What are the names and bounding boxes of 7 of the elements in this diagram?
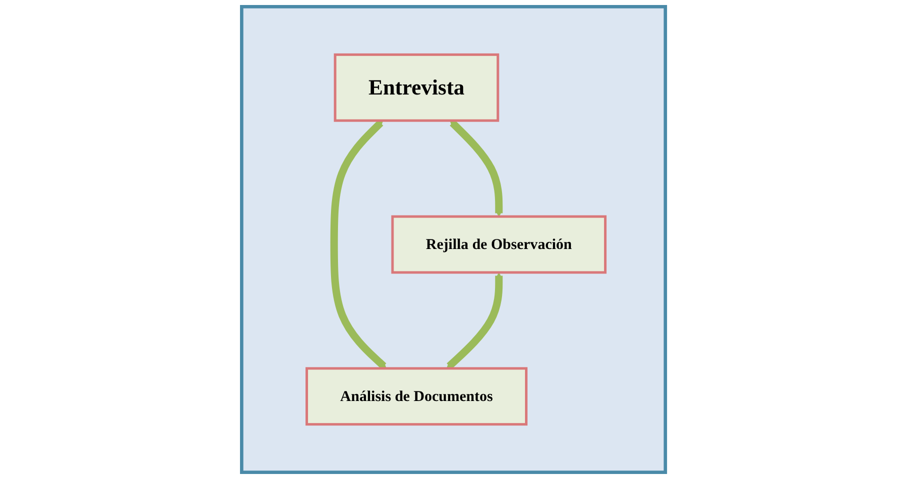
arrow (446, 272, 504, 369)
arrow (330, 120, 387, 369)
node-box: Análisis de Documentos (306, 367, 528, 426)
node-box: Rejilla de Observación (392, 215, 608, 274)
cluster (240, 5, 668, 474)
node-box: Entrevista (334, 53, 500, 122)
arrow (450, 120, 504, 217)
